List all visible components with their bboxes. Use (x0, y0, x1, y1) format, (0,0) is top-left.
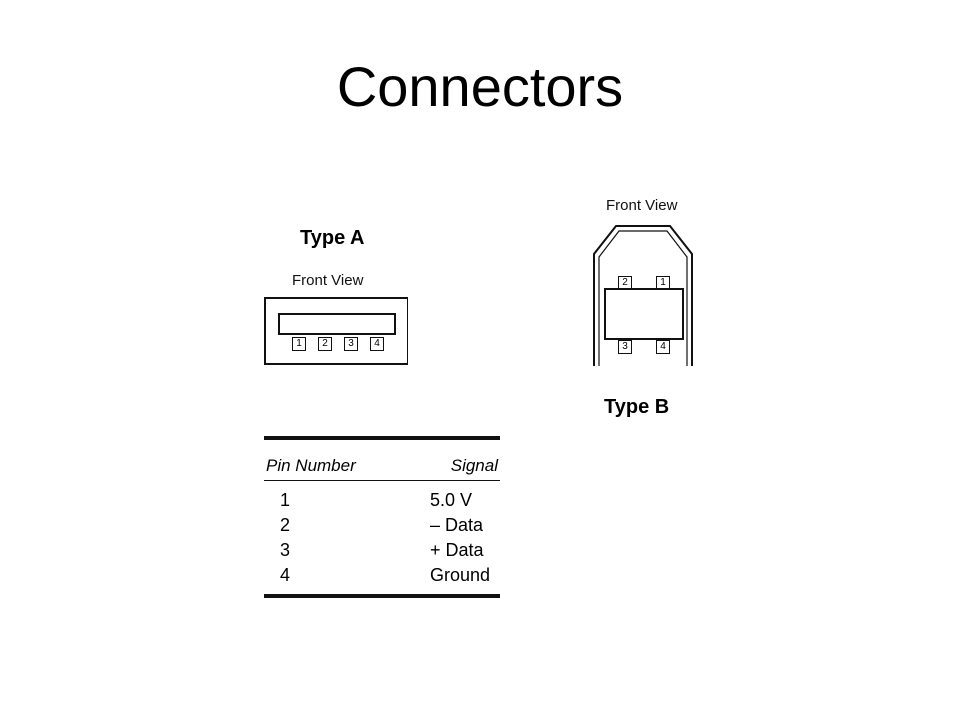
type-a-pin-3: 3 (344, 337, 358, 351)
pin-signal: + Data (430, 540, 484, 560)
table-row: 3 + Data (264, 538, 500, 563)
pin-table-header: Pin Number Signal (264, 440, 500, 481)
slide-title: Connectors (336, 55, 624, 118)
type-b-housing-outline (593, 225, 693, 366)
pin-signal: 5.0 V (430, 490, 473, 510)
header-signal: Signal (450, 456, 498, 475)
table-row: 1 5.0 V (264, 488, 500, 513)
pin-number: 3 (280, 540, 291, 560)
type-a-pin-2: 2 (318, 337, 332, 351)
type-b-pin-3: 3 (618, 340, 632, 354)
pin-number: 2 (280, 515, 291, 535)
type-b-pin-2: 2 (618, 276, 632, 290)
type-a-front-view-label: Front View (292, 272, 364, 289)
table-row: 4 Ground (264, 563, 500, 588)
type-a-pin-1: 1 (292, 337, 306, 351)
type-b-connector: 2 1 3 4 (592, 224, 694, 366)
pin-number: 4 (280, 565, 291, 585)
table-row: 2 – Data (264, 513, 500, 538)
pin-table-body: 1 5.0 V 2 – Data 3 + Data 4 Ground (264, 481, 500, 594)
type-b-tongue (604, 288, 684, 340)
pin-table: Pin Number Signal 1 5.0 V 2 – Data 3 + D… (264, 436, 500, 598)
pin-signal: – Data (430, 515, 484, 535)
type-b-front-view-label: Front View (606, 197, 678, 214)
pin-signal: Ground (430, 565, 491, 585)
type-a-tongue (278, 313, 396, 335)
type-b-label: Type B (604, 396, 670, 418)
type-b-pin-4: 4 (656, 340, 670, 354)
pin-number: 1 (280, 490, 291, 510)
type-a-connector: 1 2 3 4 (264, 297, 408, 365)
header-pin-number: Pin Number (266, 456, 356, 475)
type-a-label: Type A (300, 227, 365, 249)
type-a-pin-4: 4 (370, 337, 384, 351)
figure-area (228, 170, 736, 638)
